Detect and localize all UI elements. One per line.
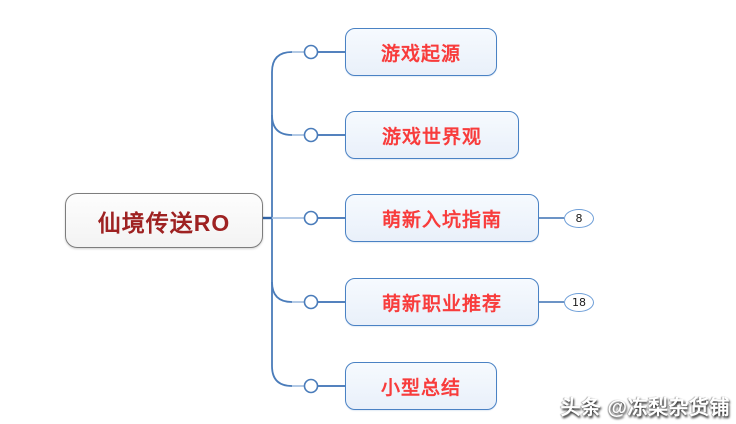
trunk-line — [271, 51, 293, 387]
collapsed-children-badge[interactable]: 8 — [564, 209, 594, 228]
topic-label: 游戏起源 — [380, 43, 461, 65]
badge-count-label: 8 — [575, 212, 583, 225]
junction-circle-4 — [303, 294, 319, 310]
topic-label: 小型总结 — [380, 377, 461, 399]
badge-count-label: 18 — [572, 296, 586, 309]
junction-circle-3 — [303, 210, 319, 226]
topic-node-game-origin[interactable]: 游戏起源 — [345, 28, 497, 76]
junction-circle-1 — [303, 44, 319, 60]
topic-label: 萌新职业推荐 — [381, 293, 502, 315]
branch-curve-2 — [271, 114, 293, 136]
junction-circle-2 — [303, 127, 319, 143]
topic-node-game-worldview[interactable]: 游戏世界观 — [345, 111, 519, 159]
root-node[interactable]: 仙境传送RO — [65, 193, 263, 248]
topic-label: 萌新入坑指南 — [381, 209, 502, 231]
topic-node-newbie-guide[interactable]: 萌新入坑指南 — [345, 194, 539, 242]
collapsed-children-badge[interactable]: 18 — [564, 293, 594, 312]
branch-curve-4 — [271, 281, 293, 303]
topic-node-newbie-class-recommend[interactable]: 萌新职业推荐 — [345, 278, 539, 326]
topic-label: 游戏世界观 — [381, 126, 482, 148]
topic-node-summary[interactable]: 小型总结 — [345, 362, 497, 410]
root-node-label: 仙境传送RO — [97, 209, 231, 236]
junction-circle-5 — [303, 378, 319, 394]
